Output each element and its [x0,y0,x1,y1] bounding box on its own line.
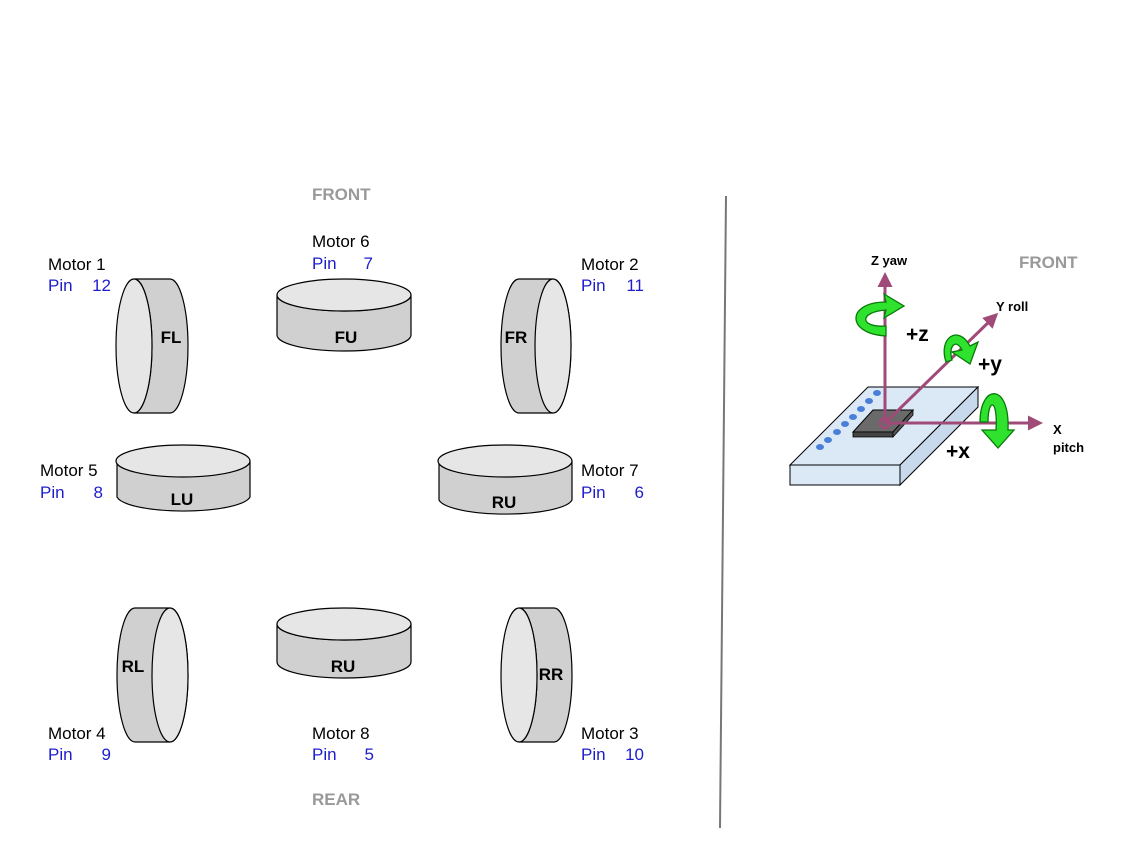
motor-4-face [151,607,189,743]
led [841,421,849,427]
motor-3-face [500,607,538,743]
motor-6: Motor 6 Pin 7 FU [276,232,412,352]
led [873,390,881,396]
motor-3-code: RR [539,665,564,684]
led [849,414,857,420]
motor-7-pin-label: Pin [581,483,606,502]
led [857,406,865,412]
motor-1: Motor 1 Pin 12 FL [48,255,189,414]
motor-4-pin-label: Pin [48,745,73,764]
y-rotation-label: +y [978,353,1002,376]
motor-2-pin-label: Pin [581,276,606,295]
motor-6-pin: 7 [364,254,373,273]
motor-4-code: RL [122,657,145,676]
motor-4-name: Motor 4 [48,724,106,743]
divider-line [719,195,727,829]
motor-5-pin-label: Pin [40,483,65,502]
x-rotation-label: +x [946,440,970,463]
motor-1-pin: 12 [92,276,111,295]
led [824,437,832,443]
motor-5-pin: 8 [94,483,103,502]
motor-5: Motor 5 Pin 8 LU [40,444,251,512]
motor-6-name: Motor 6 [312,232,370,251]
motor-7-name: Motor 7 [581,461,639,480]
z-axis-label: Z yaw [871,253,908,268]
motor-4: RL Motor 4 Pin 9 [48,607,189,764]
motor-4-pin: 9 [102,745,111,764]
motor-3: RR Motor 3 Pin 10 [500,607,644,764]
led [833,429,841,435]
motor-7-code: RU [492,493,517,512]
motor-2-code: FR [505,328,528,347]
x-axis-sub-label: pitch [1053,440,1084,455]
led [816,444,824,450]
motor-3-pin: 10 [625,745,644,764]
orientation-diagram: FRONT Z yaw Y [788,253,1084,487]
chip-side [852,431,894,438]
motor-1-pin-label: Pin [48,276,73,295]
motor-3-pin-label: Pin [581,745,606,764]
motor-2-pin: 11 [626,276,644,295]
motor-layout: FRONT REAR Motor 1 Pin 12 FL Motor 6 Pin… [40,185,644,809]
z-rotation-arrow-icon [855,292,906,337]
front-label: FRONT [312,185,371,204]
motor-8-name: Motor 8 [312,724,370,743]
motor-8-code: RU [331,657,356,676]
board-side [899,385,979,487]
motor-8-pin-label: Pin [312,745,337,764]
board-leds [816,390,881,450]
led [865,398,873,404]
motor-8-face [276,607,412,641]
motor-5-name: Motor 5 [40,461,98,480]
z-rotation-label: +z [906,323,929,346]
motor-2-face [534,278,572,414]
motor-1-code: FL [161,328,182,347]
rear-label: REAR [312,790,360,809]
motor-3-name: Motor 3 [581,724,639,743]
motor-5-face [115,444,251,478]
y-rotation-arrow-icon [943,334,980,365]
motor-1-name: Motor 1 [48,255,106,274]
y-axis-label: Y roll [996,299,1028,314]
y-axis-line [883,312,999,425]
x-rotation-arrow-icon [979,393,1016,449]
board-front [789,464,901,486]
motor-7-pin: 6 [635,483,644,502]
motor-5-code: LU [171,490,194,509]
motor-1-face [115,278,153,414]
motor-6-pin-label: Pin [312,254,337,273]
right-front-label: FRONT [1019,253,1078,272]
motor-6-code: FU [335,328,358,347]
motor-2-name: Motor 2 [581,255,639,274]
motor-8: RU Motor 8 Pin 5 [276,607,412,764]
motor-7-face [437,444,573,478]
motor-2: Motor 2 Pin 11 FR [500,255,644,414]
x-axis-label: X [1053,422,1062,437]
motor-6-face [276,278,412,312]
motor-7: Motor 7 Pin 6 RU [437,444,644,515]
motor-8-pin: 5 [365,745,374,764]
